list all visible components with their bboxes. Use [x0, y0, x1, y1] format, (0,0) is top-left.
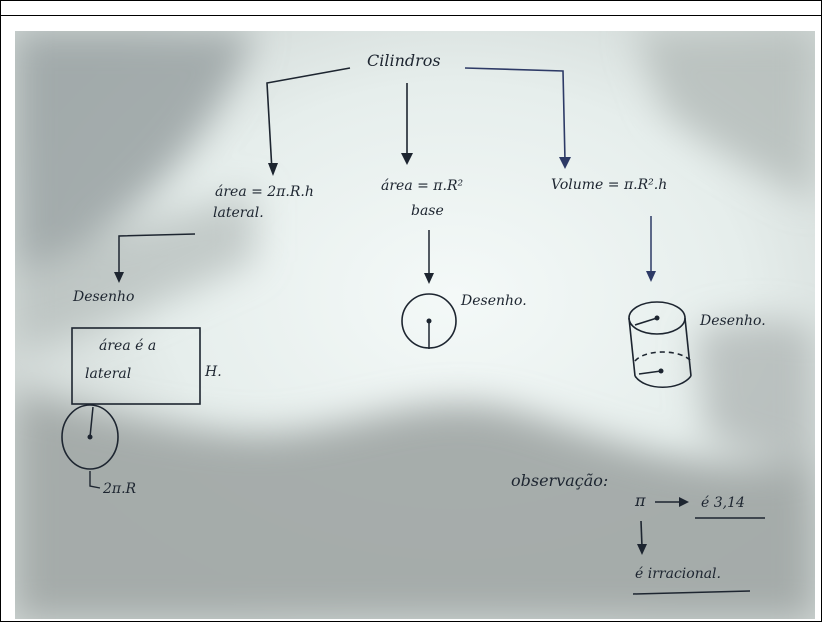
- observation-label: observação:: [511, 471, 608, 490]
- whiteboard-drawing: [15, 31, 815, 619]
- lateral-drawing-label: Desenho: [73, 289, 134, 305]
- pi-symbol: π: [635, 491, 646, 510]
- cylinder-bottom-center: [659, 369, 664, 374]
- title-cilindros: Cilindros: [367, 51, 441, 70]
- lateral-formula: área = 2π.R.h: [215, 184, 314, 200]
- lateral-circle-center: [88, 435, 93, 440]
- volume-drawing-label: Desenho.: [700, 313, 766, 329]
- height-label: H.: [205, 364, 222, 380]
- irrational-text: é irracional.: [635, 566, 721, 582]
- cylinder-top-center: [655, 316, 660, 321]
- arrow-pi-irrational: [641, 521, 642, 547]
- lateral-sublabel: lateral.: [213, 205, 264, 221]
- base-sublabel: base: [411, 203, 444, 219]
- circumference-label: 2π.R: [103, 481, 136, 497]
- whiteboard-photo: Cilindros área = 2π.R.h lateral. Desenho…: [15, 31, 815, 619]
- volume-formula: Volume = π.R².h: [551, 177, 667, 193]
- base-circle-center: [427, 319, 432, 324]
- base-drawing-label: Desenho.: [461, 293, 527, 309]
- pi-value: é 3,14: [701, 495, 745, 511]
- frame-top-rule: [1, 15, 821, 16]
- rect-text-line1: área é a: [99, 338, 156, 354]
- base-formula: área = π.R²: [381, 178, 463, 194]
- rect-text-line2: lateral: [85, 366, 131, 382]
